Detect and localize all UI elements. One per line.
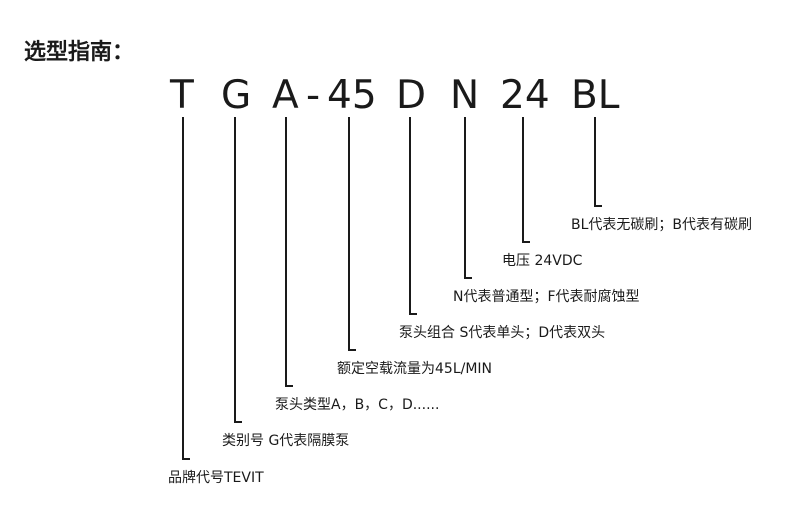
page-title: 选型指南：: [24, 40, 135, 65]
leader-tick-motor-type: [594, 205, 602, 207]
leader-tick-pump-head-combination: [409, 313, 417, 315]
desc-flow-rate: 额定空载流量为45L/MIN: [337, 361, 493, 377]
desc-voltage: 电压 24VDC: [502, 253, 583, 269]
desc-motor-type: BL代表无碳刷；B代表有碳刷: [571, 217, 753, 233]
leader-line-pump-head-type: [285, 117, 287, 387]
leader-line-category: [234, 117, 236, 423]
leader-line-pump-head-combination: [409, 117, 411, 315]
leader-line-material-type: [464, 117, 466, 279]
code-segment-category: G: [221, 73, 252, 118]
desc-pump-head-type: 泵头类型A，B，C，D......: [275, 397, 440, 413]
leader-tick-flow-rate: [348, 349, 356, 351]
desc-category: 类别号 G代表隔膜泵: [222, 433, 350, 449]
code-segment-pump-head-type: A: [272, 73, 299, 118]
code-segment-flow-rate: 45: [327, 73, 377, 118]
leader-tick-voltage: [522, 241, 530, 243]
code-segment-voltage: 24: [500, 73, 550, 118]
leader-tick-brand: [182, 458, 190, 460]
desc-brand: 品牌代号TEVIT: [168, 470, 264, 486]
code-segment-separator: -: [306, 73, 321, 118]
code-segment-material-type: N: [450, 73, 480, 118]
leader-line-motor-type: [594, 117, 596, 207]
leader-tick-pump-head-type: [285, 385, 293, 387]
desc-material-type: N代表普通型；F代表耐腐蚀型: [453, 289, 640, 305]
code-segment-pump-head-combination: D: [396, 73, 427, 118]
leader-line-voltage: [522, 117, 524, 243]
desc-pump-head-combination: 泵头组合 S代表单头；D代表双头: [399, 325, 606, 341]
code-segment-motor-type: BL: [571, 73, 620, 118]
leader-tick-category: [234, 421, 242, 423]
leader-tick-material-type: [464, 277, 472, 279]
leader-line-flow-rate: [348, 117, 350, 351]
leader-line-brand: [182, 117, 184, 460]
code-segment-brand: T: [170, 73, 194, 118]
